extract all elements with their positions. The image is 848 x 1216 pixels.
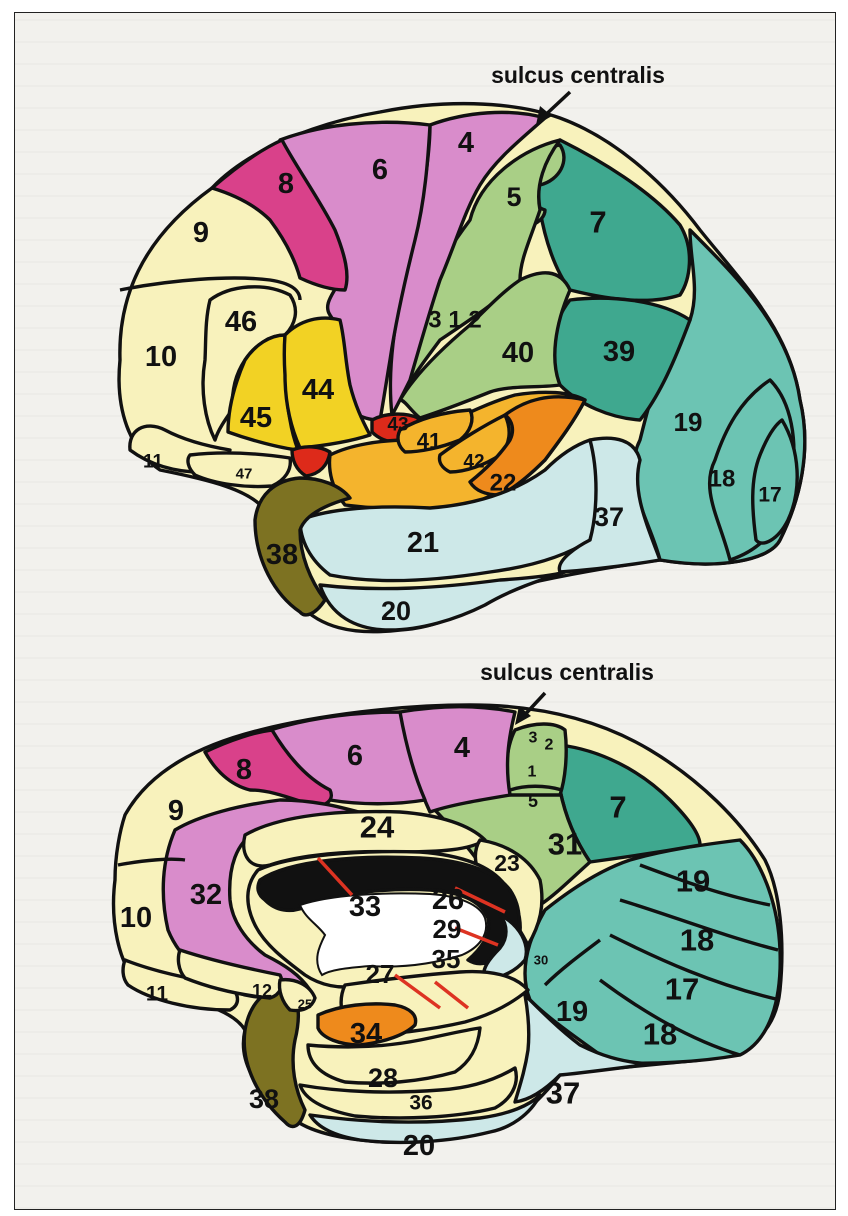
medial-area-label: 20	[403, 1130, 435, 1162]
medial-area-label: 3	[529, 730, 538, 747]
medial-area-label: 30	[534, 953, 548, 968]
lateral-area-label: 42	[463, 452, 484, 473]
medial-area-label: 4	[454, 732, 470, 764]
lateral-area-label: 46	[225, 306, 257, 338]
medial-area-label: 17	[665, 972, 699, 1007]
lateral-area-label: 4	[458, 127, 474, 159]
lateral-area-label: 11	[143, 452, 164, 473]
lateral-area-label: 9	[193, 217, 209, 249]
medial-area-label: 18	[643, 1017, 677, 1052]
medial-area-label: 29	[433, 914, 462, 944]
medial-sulcus-heading: sulcus centralis	[480, 659, 654, 685]
lateral-area-label: 22	[490, 470, 517, 497]
medial-area-label: 8	[236, 754, 252, 786]
lateral-area-label: 19	[674, 407, 703, 437]
medial-area-label: 12	[252, 981, 272, 1001]
medial-area-label: 33	[349, 891, 381, 923]
lateral-area-label: 21	[407, 527, 439, 559]
lateral-area-label: 44	[302, 374, 334, 406]
lateral-area-label: 8	[278, 168, 294, 200]
medial-area-label: 28	[368, 1063, 398, 1093]
lateral-area-label: 18	[709, 466, 736, 493]
lateral-area-label: 6	[372, 154, 388, 186]
lateral-area-label: 37	[594, 502, 624, 532]
medial-area-label: 6	[347, 740, 363, 772]
medial-area-label: 34	[350, 1018, 382, 1050]
medial-area-label: 9	[168, 795, 184, 827]
medial-area-label: 24	[360, 810, 395, 845]
medial-area-label: 35	[432, 944, 461, 974]
lateral-area-label: 5	[506, 182, 521, 212]
medial-area-label: 31	[548, 827, 582, 862]
medial-area-label: 19	[676, 864, 710, 899]
lateral-area-label: 41	[417, 429, 441, 454]
lateral-view	[119, 92, 805, 632]
medial-area-label: 18	[680, 923, 714, 958]
medial-area-label: 36	[409, 1092, 432, 1115]
lateral-area-label: 10	[145, 341, 177, 373]
medial-area-label: 10	[120, 902, 152, 934]
medial-area-label: 38	[249, 1084, 279, 1114]
lateral-area-label: 7	[589, 205, 606, 240]
lateral-area-label: 43	[387, 415, 408, 436]
medial-area-label: 11	[146, 983, 169, 1006]
medial-area-label: 2	[545, 737, 554, 754]
medial-area-label: 27	[366, 959, 395, 989]
medial-area-label: 1	[528, 764, 537, 781]
medial-area-label: 19	[556, 996, 588, 1028]
lateral-area-label: 20	[381, 596, 411, 626]
medial-area-label: 7	[609, 790, 626, 825]
lateral-area-label: 3 1 2	[428, 307, 481, 334]
medial-area-label: 32	[190, 879, 222, 911]
lateral-area-label: 40	[502, 337, 534, 369]
lateral-area-label: 47	[236, 466, 253, 483]
lateral-sulcus-heading: sulcus centralis	[491, 62, 665, 88]
lateral-area-label: 17	[758, 484, 781, 507]
medial-area-label: 37	[546, 1076, 580, 1111]
medial-area-label: 26	[432, 884, 464, 916]
medial-area-label: 5	[528, 791, 538, 811]
medial-area-label: 25	[298, 997, 312, 1012]
lateral-area-label: 45	[240, 402, 272, 434]
medial-area-label: 23	[494, 850, 520, 876]
lateral-area-label: 39	[603, 336, 635, 368]
lateral-area-label: 38	[266, 539, 298, 571]
